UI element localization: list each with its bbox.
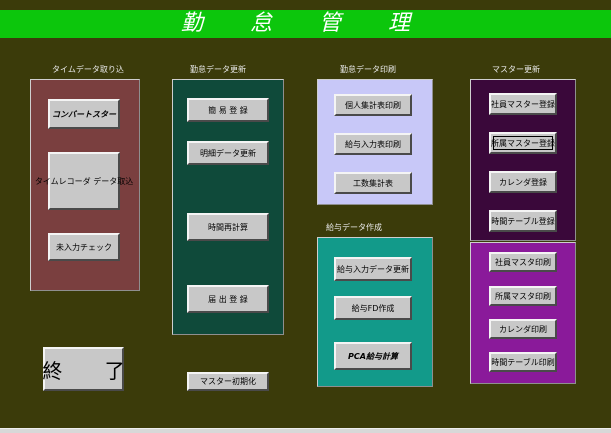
simple-register-button[interactable]: 簡 易 登 録 (187, 98, 269, 122)
app-title-bar: 勤 怠 管 理 (0, 10, 611, 38)
app-title: 勤 怠 管 理 (181, 11, 430, 36)
status-bar (0, 428, 611, 433)
timetable-print-button[interactable]: 時間テーブル印刷 (489, 352, 557, 372)
time-recalc-button[interactable]: 時間再計算 (187, 213, 269, 241)
employee-master-print-button[interactable]: 社員マスタ印刷 (489, 252, 557, 272)
workhours-summary-button[interactable]: 工数集計表 (334, 172, 412, 194)
section-label-print: 勤怠データ印刷 (340, 65, 396, 74)
exit-button[interactable]: 終 了 (42, 347, 125, 391)
salary-input-print-button[interactable]: 給与入力表印刷 (334, 133, 412, 155)
timetable-register-button[interactable]: 時間テーブル登録 (489, 210, 557, 232)
employee-master-register-button[interactable]: 社員マスター登録 (489, 93, 557, 115)
pca-salary-calc-button[interactable]: PCA給与計算 (334, 342, 412, 370)
salary-fd-create-button[interactable]: 給与FD作成 (334, 296, 412, 320)
converter-button[interactable]: コンバートスター (48, 99, 120, 129)
calendar-print-button[interactable]: カレンダ印刷 (489, 319, 557, 339)
dept-master-print-button[interactable]: 所属マスタ印刷 (489, 286, 557, 306)
personal-summary-print-button[interactable]: 個人集計表印刷 (334, 94, 412, 116)
section-label-master: マスター更新 (492, 65, 540, 74)
master-init-button[interactable]: マスター初期化 (187, 372, 269, 391)
timecard-import-button[interactable]: タイムレコーダ データ取込 (35, 152, 133, 210)
unentered-check-button[interactable]: 未入力チェック (48, 233, 120, 261)
section-label-time: タイムデータ取り込 (52, 65, 124, 74)
section-label-attend: 勤怠データ更新 (190, 65, 246, 74)
notice-register-button[interactable]: 届 出 登 録 (187, 285, 269, 313)
dept-master-register-button[interactable]: 所属マスター登録 (489, 132, 557, 154)
section-label-salary: 給与データ作成 (326, 223, 382, 232)
detail-update-button[interactable]: 明細データ更新 (187, 141, 269, 165)
salary-input-update-button[interactable]: 給与入力データ更新 (334, 257, 412, 281)
calendar-register-button[interactable]: カレンダ登録 (489, 171, 557, 193)
